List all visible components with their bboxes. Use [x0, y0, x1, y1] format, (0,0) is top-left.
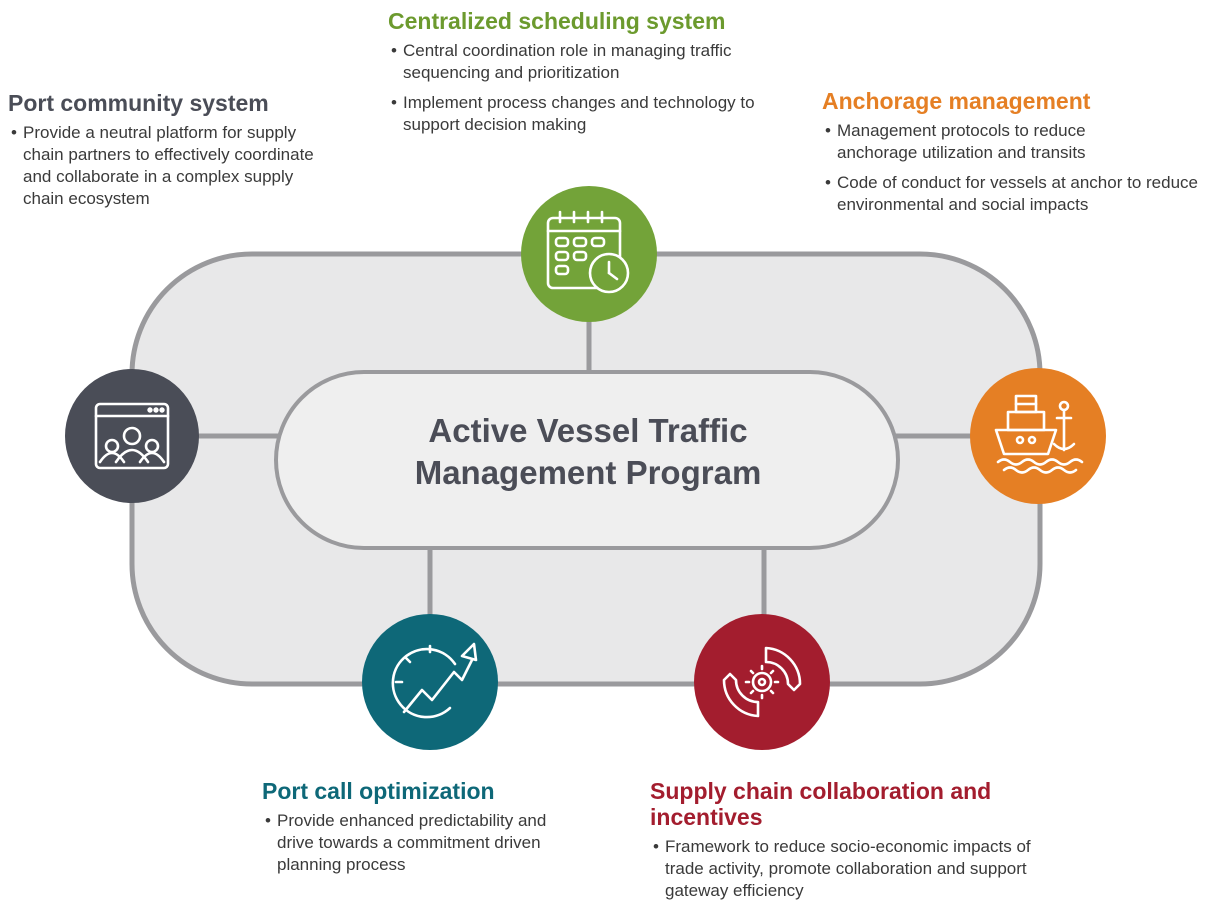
block-anchorage-management: Anchorage management Management protocol… — [822, 88, 1206, 224]
bullet-centralized-2: Implement process changes and technology… — [388, 92, 763, 136]
connectors — [196, 320, 972, 616]
title-port-call-optimization: Port call optimization — [262, 778, 495, 804]
title-supply-chain-collaboration: Supply chain collaboration and incentive… — [650, 778, 992, 830]
node-port-call — [362, 614, 498, 750]
center-pill — [274, 370, 900, 550]
title-port-community-system: Port community system — [8, 90, 269, 116]
node-centralized — [521, 186, 657, 322]
trend-gauge-icon — [391, 642, 478, 719]
video-conference-icon — [94, 402, 170, 470]
node-circle-anchorage — [970, 368, 1106, 504]
center-title: Active Vessel Traffic Management Program — [278, 410, 898, 494]
bullet-list-port-call: Provide enhanced predictability and driv… — [262, 810, 582, 876]
gear-cycle-icon — [722, 646, 802, 718]
bullet-list-port-community: Provide a neutral platform for supply ch… — [8, 122, 348, 210]
bullet-list-centralized: Central coordination role in managing tr… — [388, 40, 778, 136]
bullet-port-call-1: Provide enhanced predictability and driv… — [262, 810, 577, 876]
block-port-community-system: Port community system Provide a neutral … — [8, 90, 348, 218]
bullet-centralized-1: Central coordination role in managing tr… — [388, 40, 733, 84]
center-title-line1: Active Vessel Traffic — [428, 412, 748, 449]
center-title-line2: Management Program — [414, 454, 762, 491]
ship-anchor-icon — [994, 394, 1084, 474]
bullet-supply-chain-1: Framework to reduce socio-economic impac… — [650, 836, 1060, 902]
bullet-list-supply-chain: Framework to reduce socio-economic impac… — [650, 836, 1070, 902]
node-circle-port-call — [362, 614, 498, 750]
node-circle-supply-chain — [694, 614, 830, 750]
bullet-port-community-1: Provide a neutral platform for supply ch… — [8, 122, 338, 210]
title-anchorage-management: Anchorage management — [822, 88, 1091, 114]
block-supply-chain-collaboration: Supply chain collaboration and incentive… — [650, 778, 1070, 910]
block-centralized-scheduling: Centralized scheduling system Central co… — [388, 8, 778, 144]
node-circle-port-community — [65, 369, 199, 503]
node-anchorage — [970, 368, 1106, 504]
title-centralized-scheduling: Centralized scheduling system — [388, 8, 726, 34]
node-port-community — [65, 369, 199, 503]
block-port-call-optimization: Port call optimization Provide enhanced … — [262, 778, 582, 884]
node-supply-chain — [694, 614, 830, 750]
bullet-anchorage-2: Code of conduct for vessels at anchor to… — [822, 172, 1206, 216]
bullet-list-anchorage: Management protocols to reduce anchorage… — [822, 120, 1206, 216]
bullet-anchorage-1: Management protocols to reduce anchorage… — [822, 120, 1157, 164]
node-circle-centralized — [521, 186, 657, 322]
calendar-clock-icon — [546, 210, 630, 294]
